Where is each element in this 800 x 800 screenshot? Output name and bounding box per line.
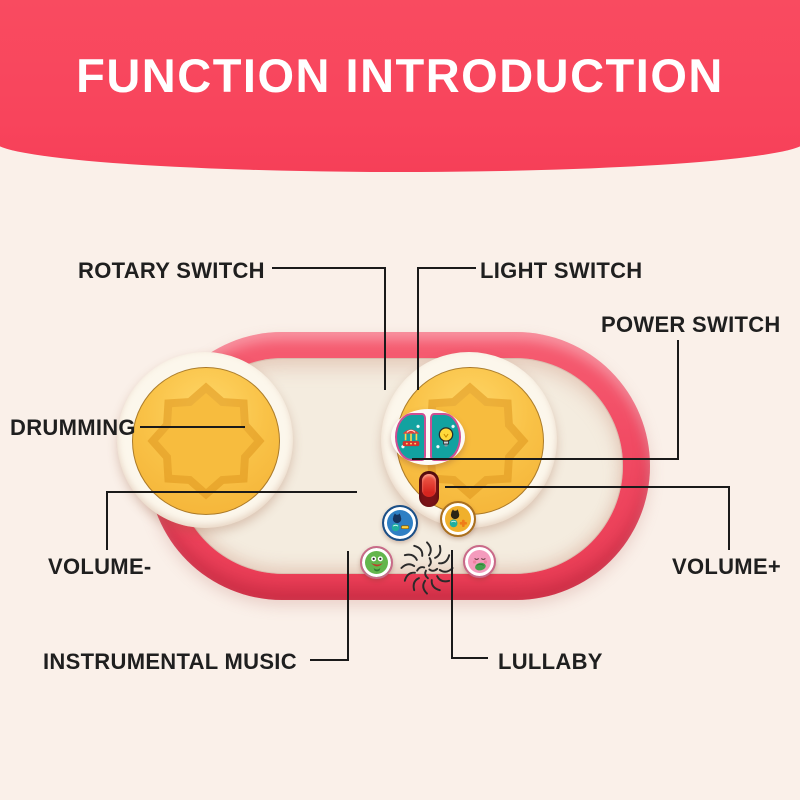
callout-line-instrumental: [347, 551, 349, 661]
header-banner: FUNCTION INTRODUCTION: [0, 0, 800, 172]
label-volume-minus: VOLUME-: [48, 554, 152, 579]
frog-icon: [370, 555, 383, 571]
rotary-light-button-group: [391, 409, 465, 465]
label-instrumental-music: INSTRUMENTAL MUSIC: [43, 649, 297, 674]
callout-line-rotary: [272, 267, 386, 269]
page-title: FUNCTION INTRODUCTION: [76, 49, 724, 102]
label-volume-plus: VOLUME+: [672, 554, 782, 579]
instrumental-music-button: [360, 546, 393, 579]
callout-line-instrumental: [310, 659, 349, 661]
power-toggle: [419, 471, 439, 507]
callout-line-rotary: [384, 267, 386, 390]
lullaby-button: [463, 545, 496, 578]
callout-line-power: [677, 340, 679, 460]
callout-line-light: [418, 267, 476, 269]
callout-line-lullaby: [451, 657, 488, 659]
light-switch-button: [430, 413, 461, 461]
label-rotary-switch: ROTARY SWITCH: [78, 258, 265, 283]
callout-line-volume-minus: [106, 491, 108, 550]
callout-line-drumming: [140, 426, 245, 428]
drum-emboss-star-inner: [158, 393, 254, 489]
carousel-icon: [402, 429, 419, 447]
label-lullaby: LULLABY: [498, 649, 603, 674]
volume-minus-button: [382, 505, 418, 541]
callout-line-lullaby: [451, 550, 453, 659]
label-drumming: DRUMMING: [10, 415, 136, 440]
label-power-switch: POWER SWITCH: [601, 312, 781, 337]
callout-line-light: [417, 267, 419, 390]
cat-minus-icon: [391, 513, 410, 532]
volume-plus-button: [440, 501, 476, 537]
callout-line-volume-minus: [107, 491, 357, 493]
left-drum-pad: [132, 367, 280, 515]
label-light-switch: LIGHT SWITCH: [480, 258, 643, 283]
cat-plus-icon: [449, 509, 467, 528]
device-face: [117, 352, 623, 595]
callout-line-volume-plus: [728, 486, 730, 550]
sleepy-face-icon: [472, 557, 487, 570]
speaker-grille-icon: [400, 541, 454, 595]
power-toggle-knob: [422, 474, 436, 497]
callout-line-volume-plus: [445, 486, 730, 488]
toy-drum-device: [117, 332, 650, 600]
rotary-switch-button: [395, 413, 426, 461]
bulb-icon: [438, 427, 453, 447]
callout-line-power: [412, 458, 679, 460]
